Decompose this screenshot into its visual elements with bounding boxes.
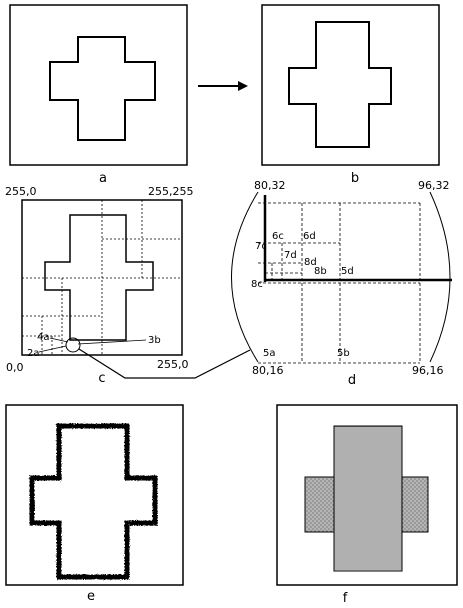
label-6d: 6d xyxy=(303,231,316,242)
label-7c: 7c xyxy=(255,241,267,252)
cross-shape-grid xyxy=(44,214,154,341)
label-7d: 7d xyxy=(284,250,297,261)
panel-e-frame xyxy=(5,404,184,586)
corner-label-top-left: 255,0 xyxy=(5,185,37,198)
panel-d: 80,32 96,32 6c 6d 7c 7d 8d 8b 5d 8c 5a 5… xyxy=(231,179,452,388)
zoom-region-circle xyxy=(65,337,81,353)
subdivision-grid xyxy=(22,200,182,355)
caption-a: a xyxy=(99,171,107,186)
arrow-a-to-b xyxy=(198,81,248,91)
corner-label-d-bottom-left: 80,16 xyxy=(252,364,284,377)
label-6c: 6c xyxy=(272,231,284,242)
label-8b: 8b xyxy=(314,266,327,277)
panel-f: f xyxy=(276,404,458,606)
panel-e: e xyxy=(5,404,184,604)
panel-a: a xyxy=(9,4,188,186)
panel-f-frame xyxy=(276,404,458,586)
caption-f: f xyxy=(343,591,348,606)
label-4a: 4a xyxy=(37,332,50,343)
label-8d: 8d xyxy=(304,257,317,268)
cross-shape-boundary xyxy=(29,423,158,580)
zoom-connector xyxy=(78,348,251,379)
filled-vertical-bar xyxy=(333,425,403,572)
corner-label-d-top-right: 96,32 xyxy=(418,179,450,192)
label-5b: 5b xyxy=(337,348,350,359)
caption-b: b xyxy=(351,171,359,186)
corner-label-bottom-right: 255,0 xyxy=(157,358,189,371)
magnifier-arc-right xyxy=(429,191,451,363)
caption-c: c xyxy=(98,371,105,386)
cross-shape-transformed xyxy=(288,21,392,148)
magnifier-arc-left xyxy=(231,191,259,363)
panel-c: 255,0 255,255 4a 2a 3b 0,0 255,0 c xyxy=(5,185,194,386)
corner-label-top-right: 255,255 xyxy=(148,185,194,198)
corner-label-d-bottom-right: 96,16 xyxy=(412,364,444,377)
caption-d: d xyxy=(348,373,356,388)
label-2a: 2a xyxy=(27,348,40,359)
panel-b: b xyxy=(261,4,440,186)
label-5d: 5d xyxy=(341,266,354,277)
subdivision-grid-d xyxy=(258,202,421,364)
label-5a: 5a xyxy=(263,348,276,359)
corner-label-d-top-left: 80,32 xyxy=(254,179,286,192)
panel-a-frame xyxy=(9,4,188,166)
leader-lines xyxy=(38,337,147,353)
caption-e: e xyxy=(87,589,95,604)
corner-label-bottom-left: 0,0 xyxy=(6,361,24,374)
label-8c: 8c xyxy=(251,279,263,290)
cross-shape-original xyxy=(49,36,156,141)
label-3b: 3b xyxy=(148,335,161,346)
panel-b-frame xyxy=(261,4,440,166)
